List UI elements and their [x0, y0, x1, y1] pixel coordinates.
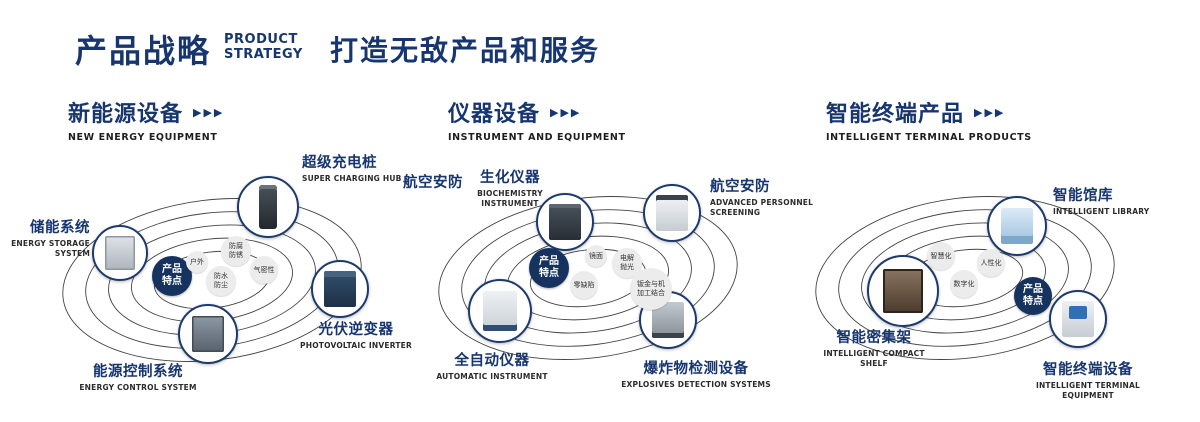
feature-bubble: 数字化 [950, 270, 978, 298]
page-title-en-line2: STRATEGY [224, 46, 303, 62]
product-node-super-charging-hub [237, 176, 299, 238]
side-label-aviation-security: 航空安防 [403, 175, 463, 191]
product-label-automatic-instrument: 全自动仪器 AUTOMATIC INSTRUMENT [436, 353, 548, 381]
section-subtitle: INSTRUMENT AND EQUIPMENT [448, 132, 626, 143]
intelligent-library-image [1000, 207, 1034, 245]
section-title: 仪器设备 [448, 102, 541, 127]
product-node-terminal-equipment [1049, 290, 1107, 348]
feature-bubble: 镜面 [585, 245, 607, 267]
section-header-instruments: 仪器设备 ▶▶▶ INSTRUMENT AND EQUIPMENT [448, 96, 626, 143]
terminal-equipment-image [1062, 301, 1094, 337]
triple-arrow-icon: ▶▶▶ [193, 105, 225, 119]
energy-storage-image [104, 235, 136, 271]
product-node-automatic-instrument [468, 279, 532, 343]
page-title: 产品战略 [75, 32, 212, 70]
biochemistry-image [549, 204, 581, 240]
compact-shelf-image [883, 268, 923, 314]
section-title: 智能终端产品 [826, 102, 965, 127]
triple-arrow-icon: ▶▶▶ [974, 105, 1006, 119]
energy-control-image [191, 315, 225, 353]
feature-bubble: 零缺陷 [570, 271, 598, 299]
section-header-intelligent-terminal: 智能终端产品 ▶▶▶ INTELLIGENT TERMINAL PRODUCTS [826, 96, 1032, 143]
feature-bubble: 防腐防锈 [221, 236, 251, 266]
product-label-explosives-detection: 爆炸物检测设备 EXPLOSIVES DETECTION SYSTEMS [621, 361, 771, 389]
personnel-screening-image [656, 195, 688, 231]
pv-inverter-image [324, 271, 356, 307]
feature-bubble: 钣金与机加工结合 [630, 268, 672, 310]
product-node-energy-storage [92, 225, 148, 281]
triple-arrow-icon: ▶▶▶ [550, 105, 582, 119]
feature-bubble: 智慧化 [927, 242, 955, 270]
product-label-super-charging-hub: 超级充电桩 SUPER CHARGING HUB [302, 155, 402, 183]
feature-badge: 产品特点 [1014, 277, 1052, 315]
tagline: 打造无敌产品和服务 [330, 34, 601, 67]
page-title-en: PRODUCT STRATEGY [224, 32, 303, 62]
product-label-terminal-equipment: 智能终端设备 INTELLIGENT TERMINAL EQUIPMENT [1035, 362, 1141, 400]
page-title-en-line1: PRODUCT [224, 32, 298, 47]
product-node-intelligent-library [987, 196, 1047, 256]
section-header-new-energy: 新能源设备 ▶▶▶ NEW ENERGY EQUIPMENT [68, 96, 224, 143]
automatic-instrument-image [482, 291, 518, 331]
section-title: 新能源设备 [68, 102, 184, 127]
product-label-biochemistry: 生化仪器 BIOCHEMISTRY INSTRUMENT [477, 170, 543, 208]
section-subtitle: NEW ENERGY EQUIPMENT [68, 132, 218, 143]
feature-bubble: 气密性 [250, 256, 278, 284]
feature-badge: 产品特点 [529, 248, 569, 288]
section-subtitle: INTELLIGENT TERMINAL PRODUCTS [826, 132, 1032, 143]
product-label-pv-inverter: 光伏逆变器 PHOTOVOLTAIC INVERTER [300, 322, 412, 350]
charging-hub-image [258, 184, 278, 230]
product-label-energy-control: 能源控制系统 ENERGY CONTROL SYSTEM [79, 364, 197, 392]
product-node-pv-inverter [311, 260, 369, 318]
product-node-compact-shelf [867, 255, 939, 327]
product-label-intelligent-library: 智能馆库 INTELLIGENT LIBRARY [1053, 188, 1150, 216]
feature-bubble: 户外 [186, 251, 208, 273]
feature-bubble: 防水防尘 [206, 266, 236, 296]
product-node-energy-control [178, 304, 238, 364]
product-label-personnel-screening: 航空安防 ADVANCED PERSONNEL SCREENING [710, 179, 814, 217]
product-node-biochemistry [536, 193, 594, 251]
feature-badge: 产品特点 [152, 256, 192, 296]
product-label-compact-shelf: 智能密集架 INTELLIGENT COMPACT SHELF [823, 330, 925, 368]
product-node-personnel-screening [643, 184, 701, 242]
product-label-energy-storage: 储能系统 ENERGY STORAGE SYSTEM [11, 220, 90, 258]
feature-bubble: 人性化 [977, 249, 1005, 277]
